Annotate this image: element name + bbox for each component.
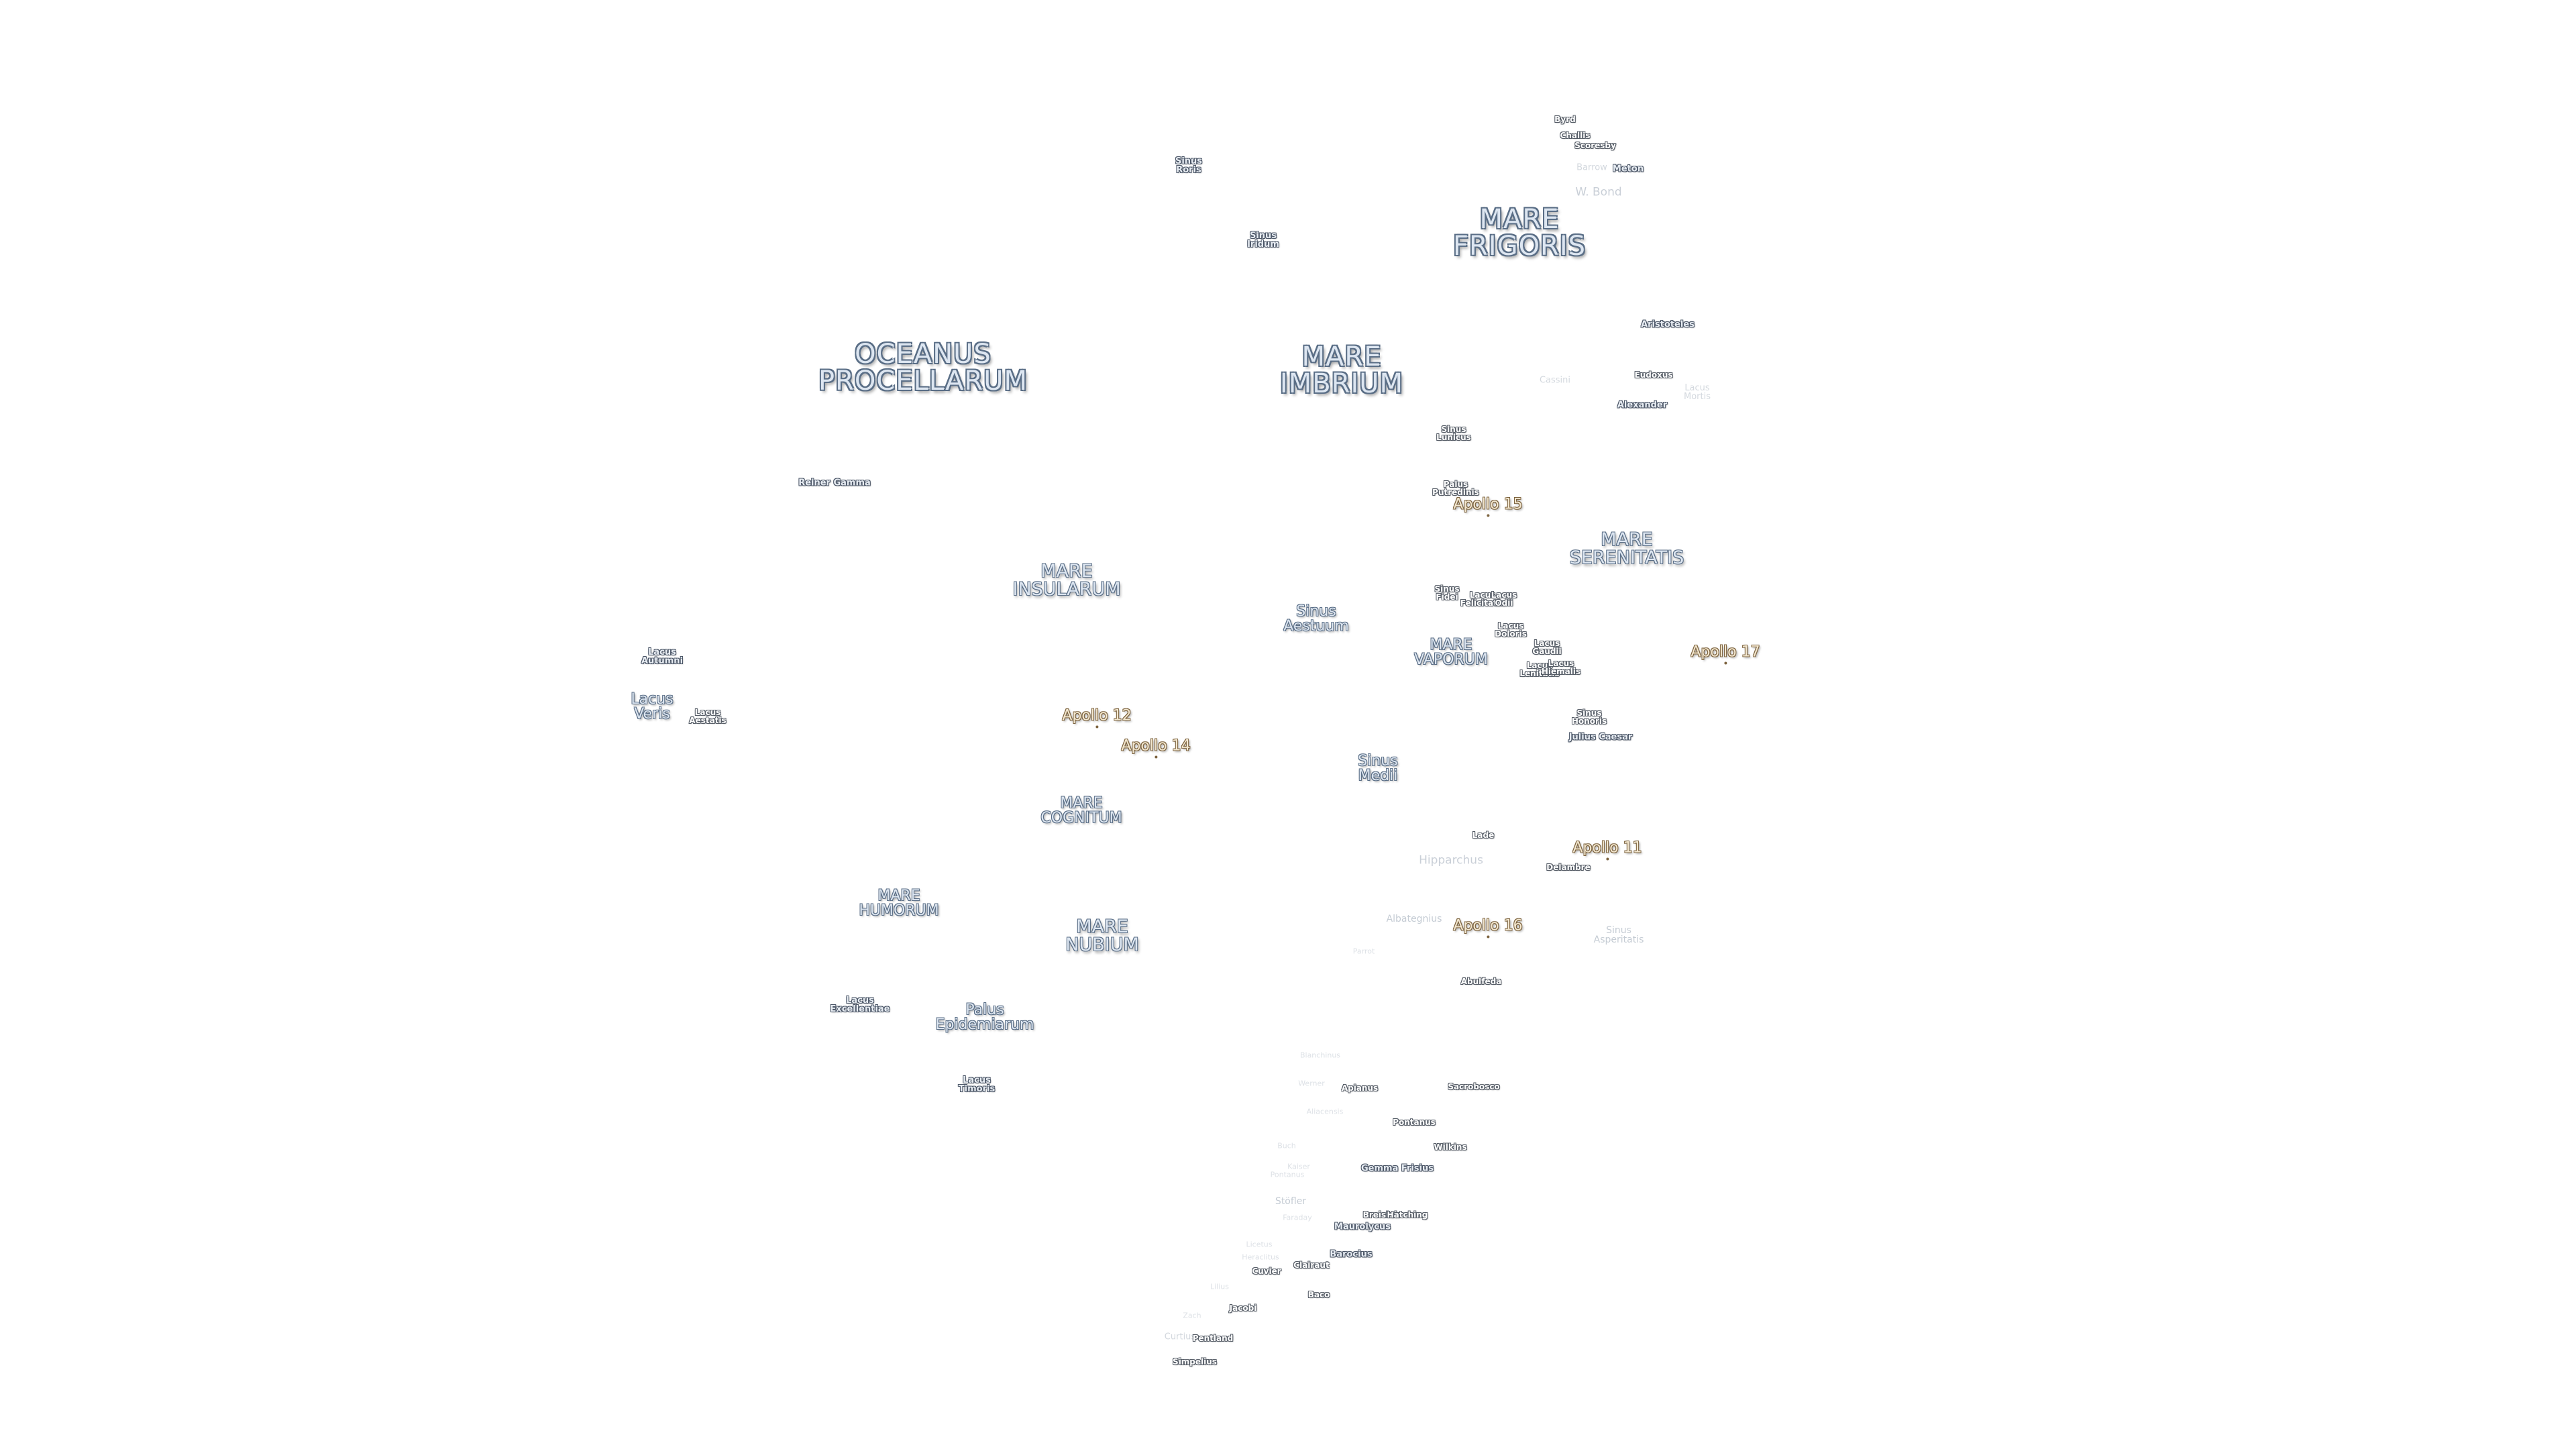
label-lacus-excellentiae: Lacus Excellentiae	[830, 996, 890, 1014]
label-w-bond: W. Bond	[1575, 185, 1622, 199]
label-heraclitus: Heraclitus	[1242, 1252, 1279, 1262]
landing-site-marker	[1487, 935, 1489, 938]
label-lacus-felicitatis: Lacus Felicitatis	[1460, 590, 1505, 608]
label-gemma-frisius: Gemma Frisius	[1361, 1163, 1434, 1174]
label-byrd: Byrd	[1554, 115, 1576, 124]
label-parrot: Parrot	[1352, 947, 1375, 956]
label-sinus-lunicus: Sinus Lunicus	[1436, 425, 1471, 442]
landing-site-label: Apollo 17	[1690, 643, 1760, 661]
label-julius-caesar: Julius Caesar	[1568, 732, 1633, 743]
label-sinus-honoris: Sinus Honoris	[1571, 708, 1607, 726]
label-cuvier: Cuvier	[1252, 1267, 1281, 1276]
label-reiner-gamma: Reiner Gamma	[798, 478, 871, 488]
landing-site-marker	[1724, 661, 1727, 665]
label-werner: Werner	[1298, 1079, 1325, 1088]
label-challis: Challis	[1560, 131, 1591, 140]
label-lacus-hiemalis: Lacus Hiemalis	[1541, 659, 1581, 676]
landing-site-label: Apollo 15	[1453, 496, 1523, 513]
label-lacus-lenitatis: Lacus Lenitatis	[1519, 661, 1560, 678]
landing-site-label: Apollo 16	[1453, 917, 1523, 934]
label-aristoteles: Aristoteles	[1641, 319, 1695, 330]
label-maurolycus: Maurolycus	[1334, 1222, 1391, 1232]
label-mare-insularum: MARE INSULARUM	[1012, 561, 1121, 600]
label-abulfeda: Abulfeda	[1460, 977, 1502, 986]
label-mare-cognitum: MARE COGNITUM	[1040, 795, 1122, 826]
label-palus-putredinis: Palus Putredinis	[1432, 480, 1479, 497]
label-sinus-iridum: Sinus Iridum	[1247, 231, 1279, 250]
label-barocius: Barocius	[1330, 1249, 1373, 1260]
label-mare-nubium: MARE NUBIUM	[1065, 916, 1139, 955]
label-mare-serenitatis: MARE SERENITATIS	[1569, 529, 1684, 568]
label-sinus-fidei: Sinus Fidei	[1434, 584, 1460, 602]
label-palus-epidemiarum: Palus Epidemiarum	[935, 1002, 1034, 1033]
label-hipparchus: Hipparchus	[1419, 853, 1483, 867]
label-simpelius: Simpelius	[1173, 1357, 1217, 1366]
label-lade: Lade	[1472, 830, 1495, 840]
landing-site-marker	[1487, 514, 1489, 517]
label-mare-imbrium: MARE IMBRIUM	[1279, 341, 1404, 399]
landing-site-marker	[1606, 857, 1609, 861]
landing-site-label: Apollo 11	[1572, 839, 1642, 857]
landing-site-apollo-15: Apollo 15	[1453, 496, 1523, 517]
label-apianus: Apianus	[1341, 1083, 1379, 1093]
label-mare-humorum: MARE HUMORUM	[859, 888, 939, 919]
label-cassini: Cassini	[1539, 375, 1571, 386]
label-lacus-doloris: Lacus Doloris	[1495, 621, 1527, 639]
landing-site-label: Apollo 12	[1062, 707, 1132, 724]
label-lacus-mortis: Lacus Mortis	[1684, 383, 1711, 402]
label-sinus-asperitatis: Sinus Asperitatis	[1593, 925, 1644, 945]
landing-site-marker	[1095, 725, 1098, 729]
label-scoresby: Scoresby	[1574, 141, 1616, 150]
label-pontanus: Pontanus	[1393, 1118, 1436, 1127]
label-baco: Baco	[1307, 1290, 1330, 1299]
label-lacus-timoris: Lacus Timoris	[958, 1075, 996, 1094]
label-lacus-aestatis: Lacus Aestatis	[689, 708, 727, 725]
label-licetus: Licetus	[1246, 1240, 1273, 1249]
label-kaiser: Kaiser	[1287, 1162, 1310, 1171]
label-lacus-autumni: Lacus Autumni	[641, 647, 684, 666]
label-buch: Buch	[1277, 1141, 1296, 1150]
label-stoffler: Stöfler	[1275, 1196, 1307, 1207]
label-oceanus-procellarum: OCEANUS PROCELLARUM	[818, 339, 1028, 396]
label-faraday: Faraday	[1283, 1213, 1312, 1222]
label-sacrobosco: Sacrobosco	[1448, 1082, 1500, 1091]
label-blanchinus: Blanchinus	[1299, 1051, 1341, 1060]
label-pontanus-2: Pontanus	[1270, 1170, 1305, 1179]
landing-site-apollo-17: Apollo 17	[1690, 645, 1760, 665]
landing-site-marker	[1155, 755, 1157, 759]
label-hatching: Hatching	[1387, 1210, 1428, 1220]
landing-site-apollo-16: Apollo 16	[1453, 917, 1523, 938]
label-meton: Meton	[1612, 164, 1644, 174]
label-alexander: Alexander	[1617, 400, 1668, 411]
label-jacobi: Jacobi	[1229, 1303, 1257, 1313]
label-sinus-medii: Sinus Medii	[1358, 753, 1398, 784]
label-pentland: Pentland	[1192, 1334, 1234, 1343]
label-breislak: Breislak	[1362, 1210, 1400, 1220]
label-clairaut: Clairaut	[1293, 1260, 1330, 1270]
landing-site-label: Apollo 14	[1121, 737, 1191, 755]
label-eudoxus: Eudoxus	[1634, 370, 1673, 380]
label-mare-frigoris: MARE FRIGORIS	[1452, 204, 1587, 262]
label-sinus-aestuum: Sinus Aestuum	[1283, 603, 1349, 635]
landing-site-apollo-11: Apollo 11	[1572, 841, 1642, 861]
label-zach: Zach	[1183, 1311, 1201, 1320]
label-curtius: Curtius	[1164, 1332, 1196, 1342]
label-sinus-roris: Sinus Roris	[1175, 156, 1203, 175]
label-mare-vaporum: MARE VAPORUM	[1414, 637, 1488, 668]
landing-site-apollo-12: Apollo 12	[1062, 707, 1132, 729]
label-lacus-gaudii: Lacus Gaudii	[1532, 639, 1562, 656]
label-wilkins: Wilkins	[1434, 1142, 1467, 1152]
label-lacus-odii: Lacus Odii	[1491, 590, 1517, 608]
label-aliacensis: Aliacensis	[1306, 1107, 1344, 1116]
label-albategnius: Albategnius	[1386, 914, 1442, 924]
landing-site-apollo-14: Apollo 14	[1121, 737, 1191, 759]
label-barrow: Barrow	[1576, 162, 1607, 173]
label-delambre: Delambre	[1546, 863, 1591, 872]
label-lilius: Lilius	[1210, 1282, 1229, 1291]
label-lacus-veris: Lacus Veris	[631, 691, 674, 722]
